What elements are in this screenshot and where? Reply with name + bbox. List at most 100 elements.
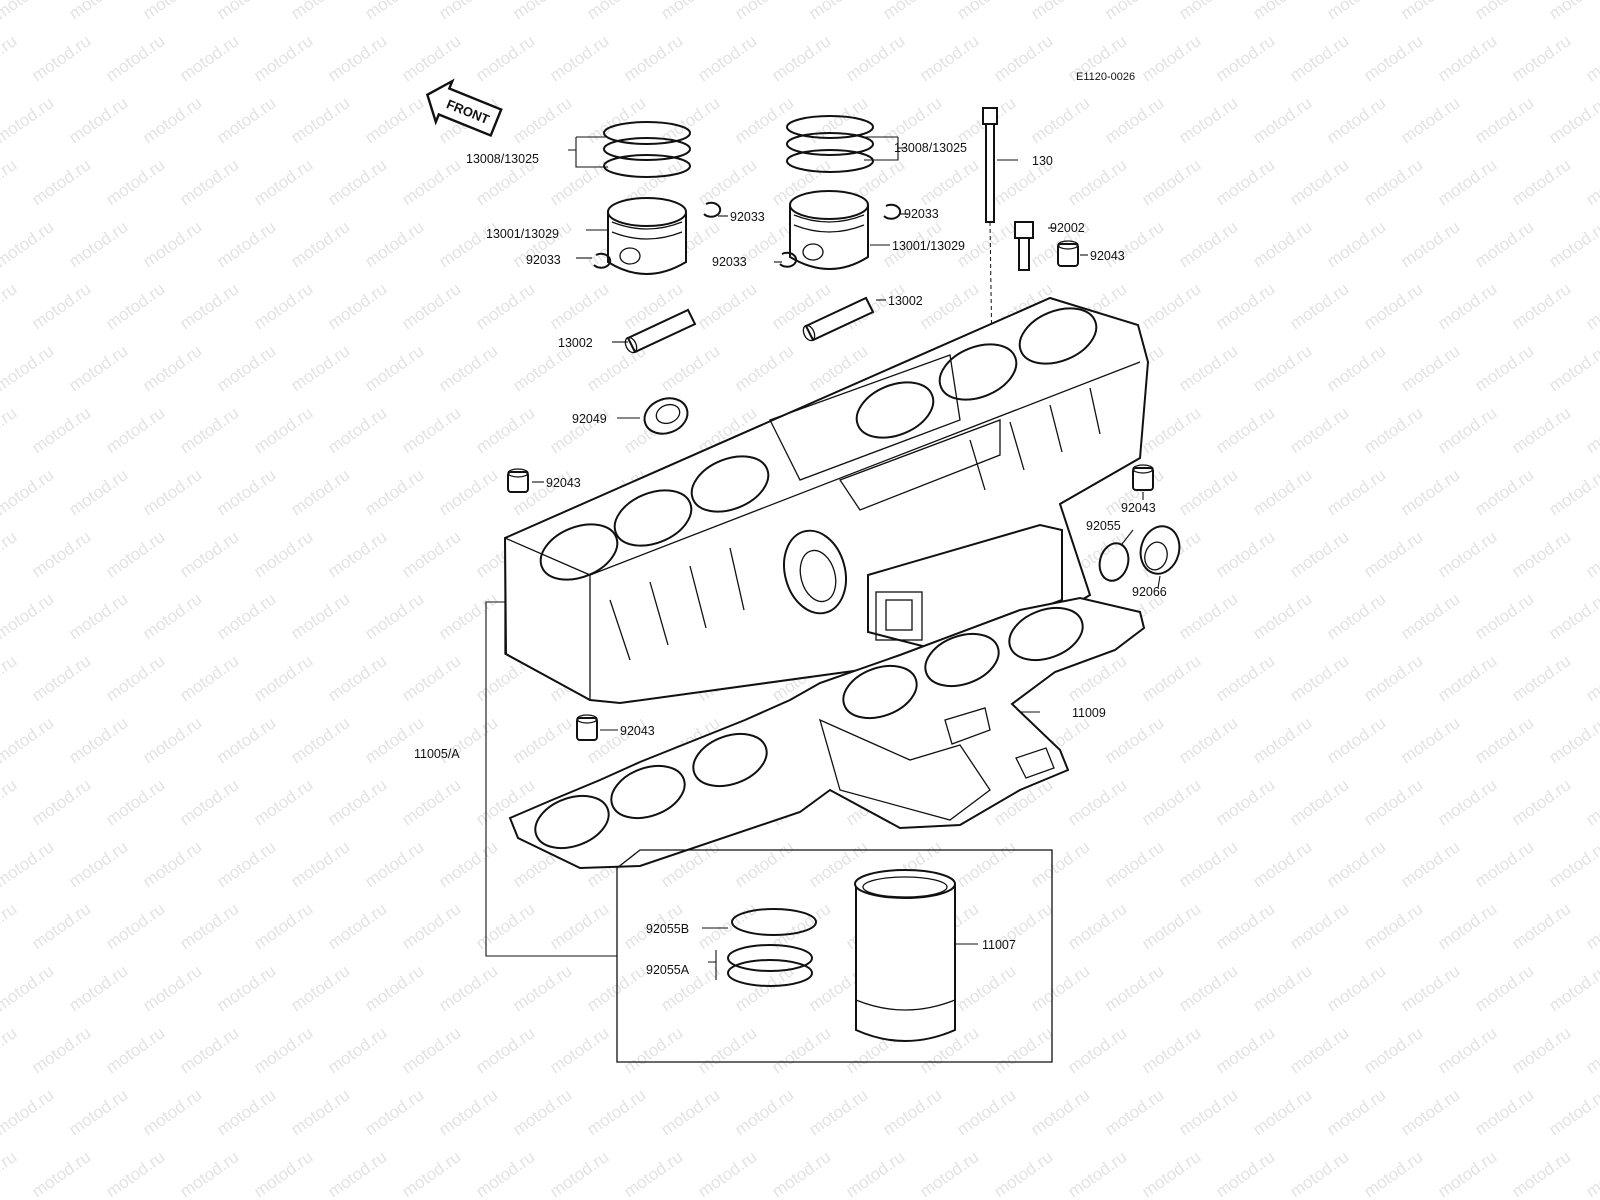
watermark-text: motod.ru [1508, 651, 1574, 705]
watermark-text: motod.ru [398, 1147, 464, 1200]
oil-seal-icon [643, 397, 689, 435]
dowel-right-icon [1132, 464, 1154, 491]
watermark-text: motod.ru [1212, 155, 1278, 209]
watermark-text: motod.ru [139, 713, 205, 767]
watermark-text: motod.ru [546, 1147, 612, 1200]
watermark-text: motod.ru [28, 1147, 94, 1200]
watermark-text: motod.ru [361, 0, 427, 23]
watermark-text: motod.ru [1101, 0, 1167, 23]
watermark-text: motod.ru [879, 93, 945, 147]
watermark-text: motod.ru [398, 1023, 464, 1077]
watermark-text: motod.ru [1471, 0, 1537, 23]
watermark-text: motod.ru [0, 961, 57, 1015]
piston-pin-left-icon [624, 308, 697, 354]
watermark-text: motod.ru [361, 961, 427, 1015]
watermark-text: motod.ru [1434, 527, 1500, 581]
watermark-text: motod.ru [1582, 1147, 1600, 1200]
watermark-text: motod.ru [657, 341, 723, 395]
watermark-text: motod.ru [1175, 465, 1241, 519]
watermark-text: motod.ru [1360, 775, 1426, 829]
watermark-text: motod.ru [65, 961, 131, 1015]
watermark-text: motod.ru [287, 961, 353, 1015]
watermark-text: motod.ru [1175, 93, 1241, 147]
watermark-text: motod.ru [250, 279, 316, 333]
watermark-text: motod.ru [176, 775, 242, 829]
watermark-text: motod.ru [1545, 589, 1600, 643]
watermark-text: motod.ru [1101, 837, 1167, 891]
watermark-text: motod.ru [1138, 1023, 1204, 1077]
watermark-text: motod.ru [1397, 713, 1463, 767]
watermark-text: motod.ru [398, 403, 464, 457]
watermark-text: motod.ru [1323, 589, 1389, 643]
watermark-text: motod.ru [1434, 899, 1500, 953]
label-clip-left-bottom: 92033 [526, 253, 561, 267]
watermark-text: motod.ru [1064, 775, 1130, 829]
watermark-text: motod.ru [1397, 0, 1463, 23]
watermark-text: motod.ru [361, 217, 427, 271]
watermark-text: motod.ru [1545, 93, 1600, 147]
watermark-text: motod.ru [1545, 961, 1600, 1015]
watermark-text: motod.ru [102, 403, 168, 457]
watermark-text: motod.ru [213, 465, 279, 519]
watermark-text: motod.ru [1101, 217, 1167, 271]
watermark-text: motod.ru [102, 1147, 168, 1200]
watermark-text: motod.ru [1582, 775, 1600, 829]
watermark-text: motod.ru [1027, 1085, 1093, 1139]
watermark-text: motod.ru [361, 93, 427, 147]
watermark-text: motod.ru [1508, 279, 1574, 333]
oring-right-icon [1098, 542, 1130, 582]
watermark-text: motod.ru [1286, 31, 1352, 85]
watermark-text: motod.ru [1397, 93, 1463, 147]
watermark-text: motod.ru [1175, 961, 1241, 1015]
watermark-text: motod.ru [213, 0, 279, 23]
watermark-text: motod.ru [65, 341, 131, 395]
diagram-code: E1120-0026 [1076, 71, 1135, 83]
watermark-text: motod.ru [435, 961, 501, 1015]
watermark-text: motod.ru [250, 899, 316, 953]
label-dowel-bottom: 92043 [620, 724, 655, 738]
watermark-text: motod.ru [768, 31, 834, 85]
watermark-text: motod.ru [1286, 1147, 1352, 1200]
watermark-text: motod.ru [1249, 217, 1315, 271]
watermark-text: motod.ru [1249, 713, 1315, 767]
watermark-text: motod.ru [0, 155, 20, 209]
watermark-text: motod.ru [176, 527, 242, 581]
watermark-text: motod.ru [250, 1023, 316, 1077]
watermark-text: motod.ru [916, 279, 982, 333]
watermark-text: motod.ru [1471, 465, 1537, 519]
watermark-text: motod.ru [324, 155, 390, 209]
watermark-text: motod.ru [1138, 775, 1204, 829]
watermark-text: motod.ru [287, 465, 353, 519]
watermark-text: motod.ru [694, 31, 760, 85]
watermark-text: motod.ru [324, 403, 390, 457]
watermark-text: motod.ru [1212, 527, 1278, 581]
watermark-text: motod.ru [1582, 1023, 1600, 1077]
watermark-text: motod.ru [1323, 837, 1389, 891]
label-clip-left-top: 92033 [730, 210, 765, 224]
piston-pin-right-icon [802, 296, 875, 342]
short-bolt-icon [1014, 221, 1034, 271]
watermark-text: motod.ru [324, 279, 390, 333]
watermark-text: motod.ru [1323, 961, 1389, 1015]
watermark-text: motod.ru [953, 0, 1019, 23]
dowel-left-icon [507, 468, 529, 493]
watermark-text: motod.ru [435, 341, 501, 395]
watermark-text: motod.ru [1545, 217, 1600, 271]
watermark-text: motod.ru [1064, 1147, 1130, 1200]
watermark-text: motod.ru [250, 775, 316, 829]
watermark-text: motod.ru [435, 1085, 501, 1139]
watermark-text: motod.ru [250, 651, 316, 705]
watermark-text: motod.ru [546, 899, 612, 953]
watermark-text: motod.ru [0, 713, 57, 767]
watermark-text: motod.ru [916, 155, 982, 209]
front-arrow-icon: FRONT [425, 78, 503, 138]
watermark-text: motod.ru [1286, 651, 1352, 705]
watermark-text: motod.ru [139, 961, 205, 1015]
watermark-text: motod.ru [1286, 155, 1352, 209]
circlip-left-bottom-icon [593, 252, 612, 269]
watermark-text: motod.ru [1434, 155, 1500, 209]
watermark-text: motod.ru [176, 651, 242, 705]
watermark-text: motod.ru [546, 279, 612, 333]
label-dowel-top-right: 92043 [1090, 249, 1125, 263]
watermark-text: motod.ru [1582, 31, 1600, 85]
